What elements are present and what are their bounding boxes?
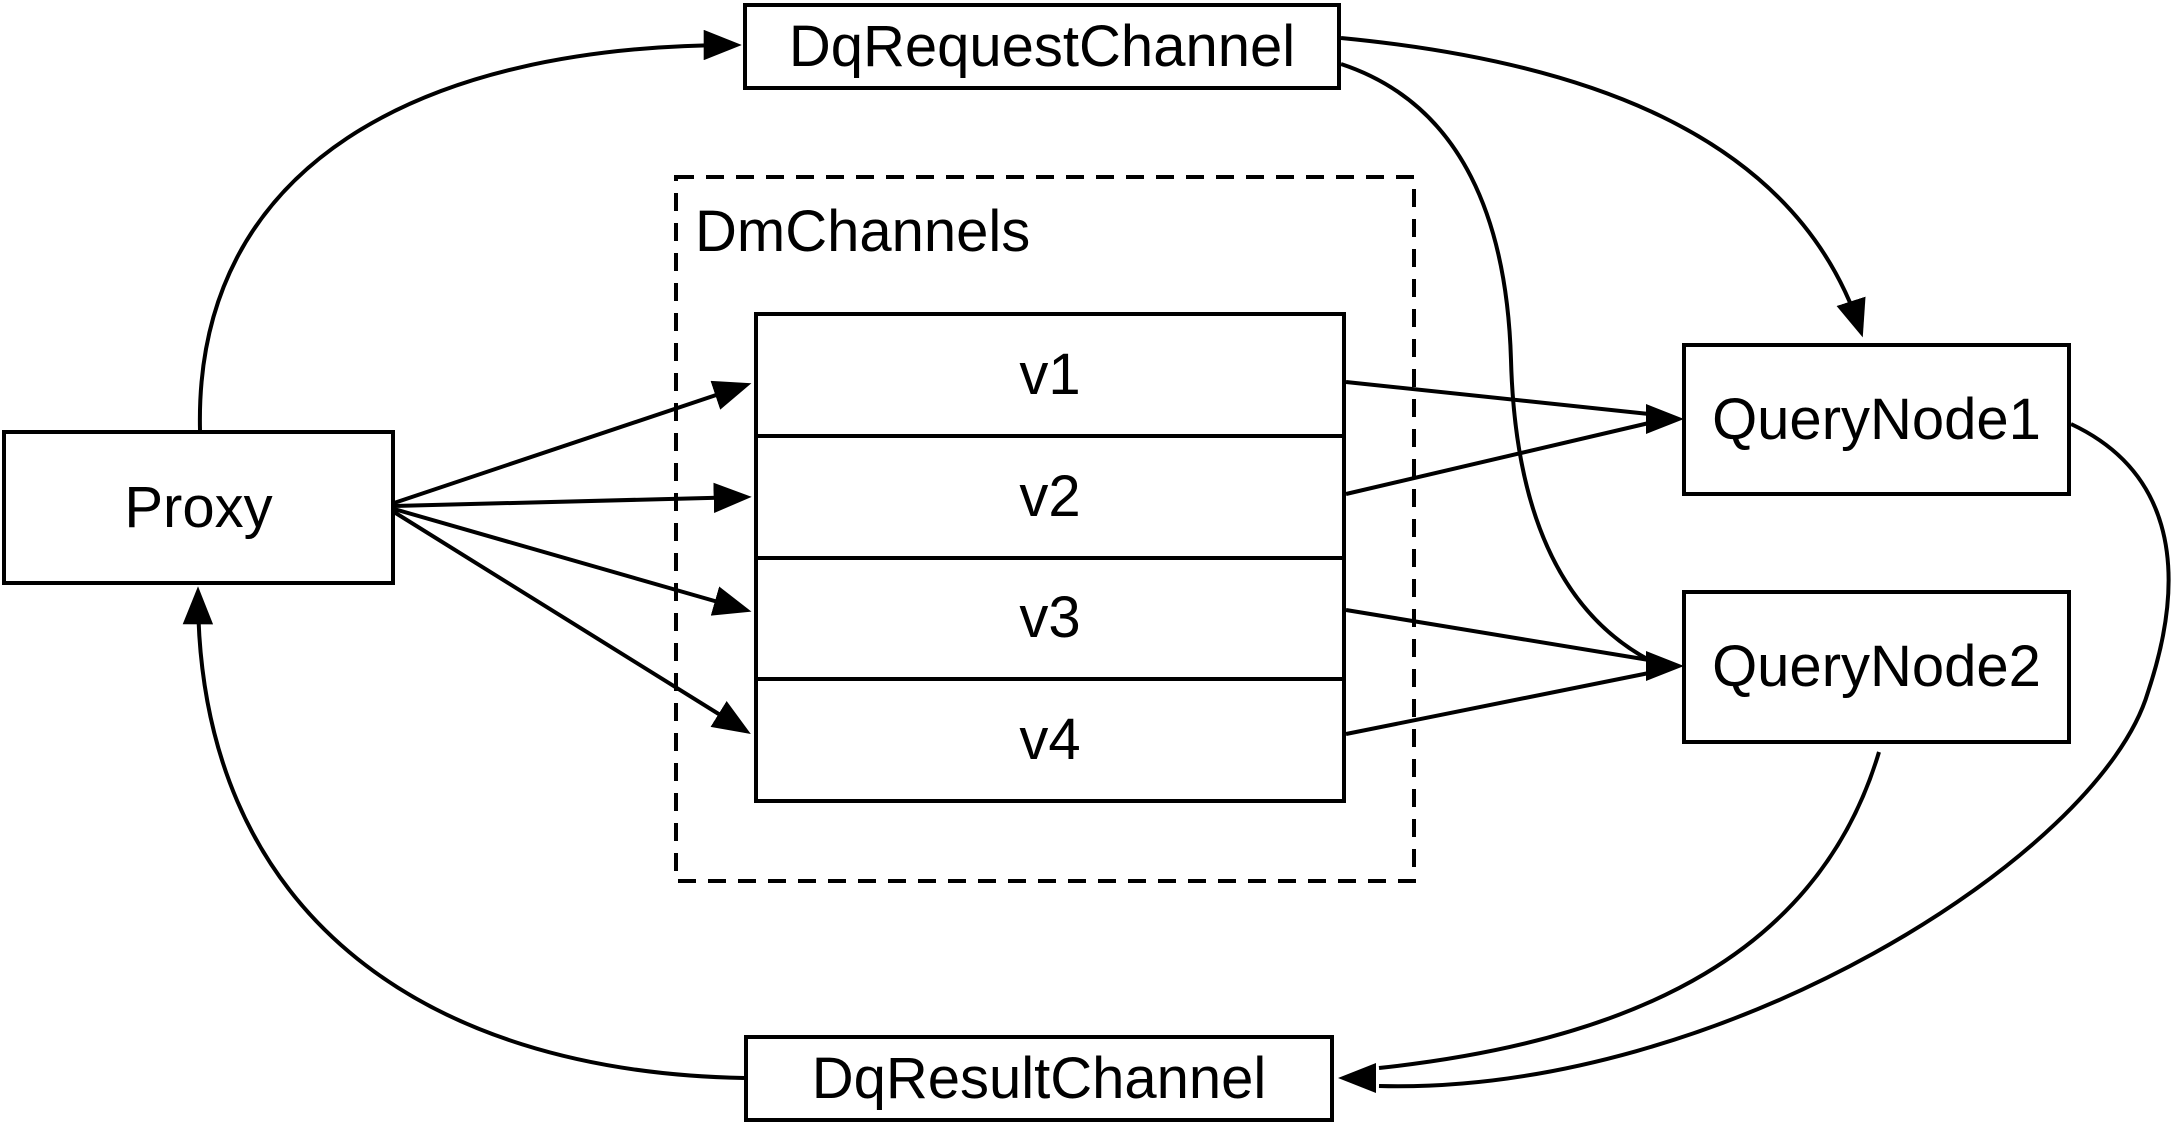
channel-row-v2-label: v2 (1019, 463, 1081, 529)
dm-channels-group-label: DmChannels (695, 199, 1031, 264)
dm-channels-stack: v1 v2 v3 v4 (754, 312, 1346, 803)
edge-dqrequestchannel-to-querynode1 (1340, 36, 1866, 338)
node-query-node-2: QueryNode2 (1682, 590, 2071, 744)
edge-querynode2-to-dqresultchannel (1378, 751, 1881, 1070)
channel-row-v3-label: v3 (1019, 585, 1081, 651)
edge-proxy-to-v1 (393, 380, 752, 505)
edge-v2-to-querynode1 (1345, 421, 1650, 496)
channel-row-v4-label: v4 (1019, 707, 1081, 773)
node-dq-request-channel: DqRequestChannel (743, 3, 1341, 90)
edge-proxy-to-v4 (392, 510, 751, 735)
edge-querynode1-to-dqresultchannel (1378, 422, 2171, 1089)
node-dq-result-channel-label: DqResultChannel (811, 1045, 1267, 1111)
node-proxy-label: Proxy (124, 474, 273, 540)
edge-dqresultchannel-to-proxy (182, 586, 745, 1080)
edge-v4-to-querynode2 (1345, 671, 1650, 736)
node-query-node-2-label: QueryNode2 (1712, 634, 2041, 699)
edge-proxy-to-dqrequestchannel (197, 29, 742, 431)
node-dq-result-channel: DqResultChannel (744, 1035, 1334, 1122)
channel-row-v3: v3 (758, 555, 1342, 678)
arrowhead-querynode2-left (1646, 651, 1684, 681)
edge-v3-to-querynode2 (1345, 608, 1650, 662)
edge-dqrequestchannel-to-querynode2 (1340, 62, 1650, 662)
channel-row-v1: v1 (758, 316, 1342, 434)
arrowhead-dqresultchannel-right (1338, 1063, 1376, 1093)
edge-proxy-to-v3 (393, 507, 752, 616)
dm-channels-dashed-box (674, 175, 1416, 883)
edge-v1-to-querynode1 (1345, 380, 1650, 416)
node-proxy: Proxy (2, 430, 395, 585)
node-query-node-1: QueryNode1 (1682, 343, 2071, 496)
channel-row-v1-label: v1 (1019, 341, 1081, 407)
channel-row-v4: v4 (758, 677, 1342, 799)
arrowhead-querynode1-left (1646, 404, 1684, 434)
node-dq-request-channel-label: DqRequestChannel (788, 13, 1296, 79)
edge-proxy-to-v2 (393, 482, 752, 514)
channel-row-v2: v2 (758, 433, 1342, 556)
node-query-node-1-label: QueryNode1 (1712, 386, 2041, 452)
